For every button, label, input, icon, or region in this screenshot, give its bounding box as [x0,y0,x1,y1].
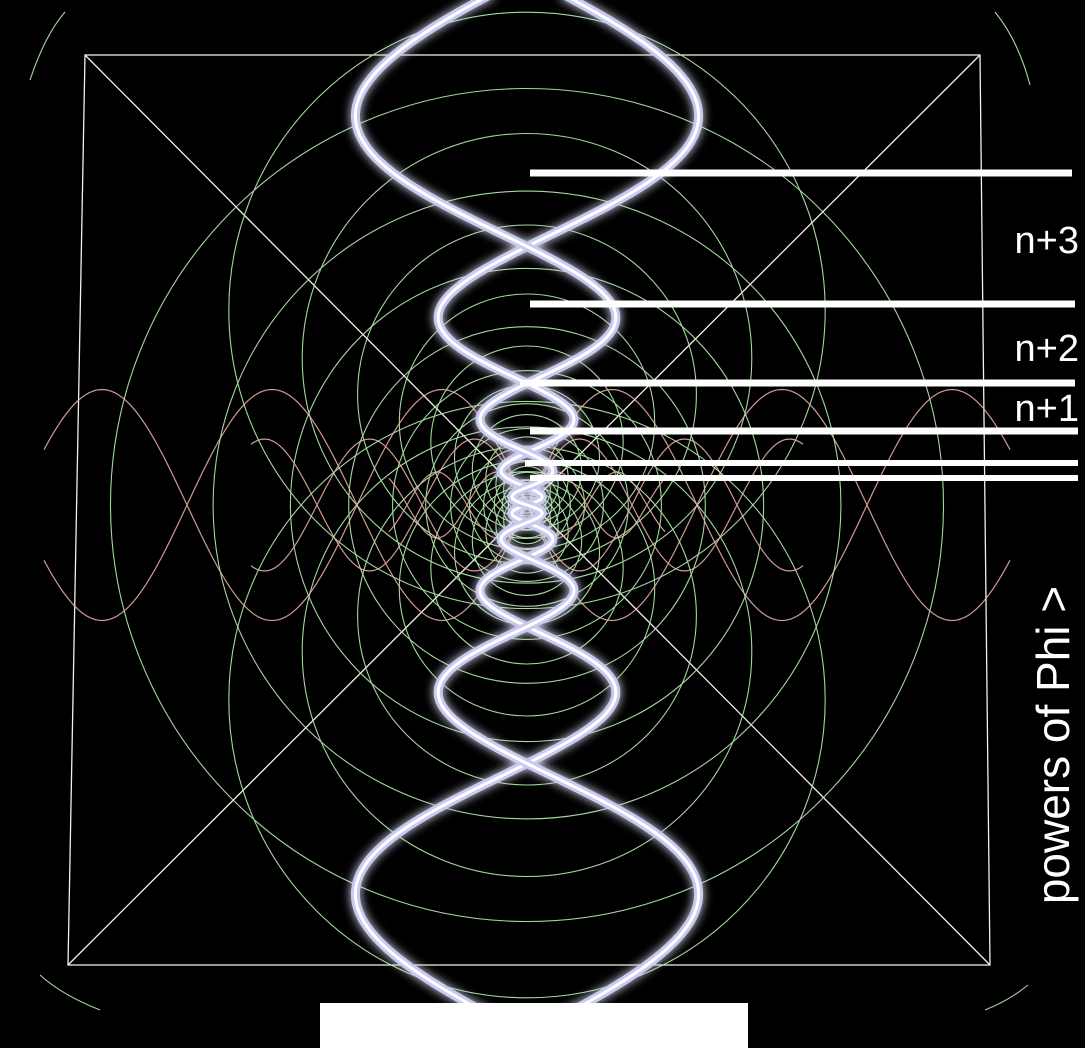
phi-circle-8-up [399,294,654,549]
corner-arc-bottom-right [985,985,1028,1010]
level-label-n1: n+1 [1015,390,1079,428]
level-label-n3: n+3 [1015,222,1079,260]
marker-lines [520,173,1078,478]
axis-caption: powers of Phi > [1030,586,1076,904]
helix-strand-b-core [355,0,698,1047]
bottom-white-bar [320,1003,748,1048]
corner-arc-bottom-left [40,975,100,1010]
corner-arc-top-right [995,12,1030,85]
double-helix [355,0,698,1047]
corner-arc-top-left [30,12,65,80]
level-label-n2: n+2 [1015,330,1079,368]
